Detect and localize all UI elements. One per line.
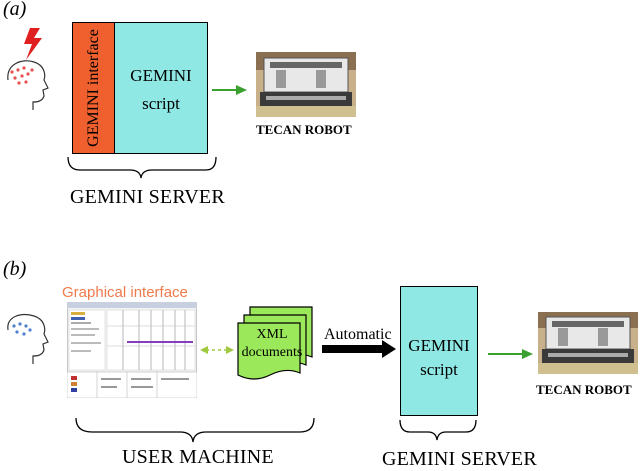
tecan-robot-caption-a: TECAN ROBOT [256,122,352,137]
panel-a-label: (a) [3,0,27,20]
xml-documents-line2: documents [241,345,303,360]
gemini-server-label-b: GEMINI SERVER [382,448,537,470]
brace-gemini-server-a [67,156,217,179]
brace-user-machine [75,417,315,443]
brain-head-icon [7,28,49,110]
gemini-script-sub-b: script [420,360,458,379]
tecan-robot-caption-b: TECAN ROBOT [536,382,632,397]
brain-head-icon-b [7,313,49,364]
xml-documents-line1: XML [256,327,288,342]
gemini-script-box-a [114,22,208,154]
gemini-script-sub-a: script [142,94,180,113]
gemini-script-title-b: GEMINI [408,336,470,355]
gemini-script-title-a: GEMINI [130,66,192,85]
gemini-script-box-b [400,286,478,416]
brace-gemini-server-b [399,419,477,441]
gemini-server-label-a: GEMINI SERVER [70,186,225,208]
graphical-interface-screenshot [67,302,197,398]
tecan-robot-image-a [256,52,356,117]
automatic-label: Automatic [324,326,392,343]
user-machine-label: USER MACHINE [122,446,274,468]
xml-documents-stack [237,306,313,380]
automatic-arrow [322,345,384,353]
panel-b-label: (b) [3,258,27,280]
tecan-robot-image-b [538,312,638,374]
lightning-icon [24,28,42,60]
graphical-interface-title: Graphical interface [62,284,188,301]
